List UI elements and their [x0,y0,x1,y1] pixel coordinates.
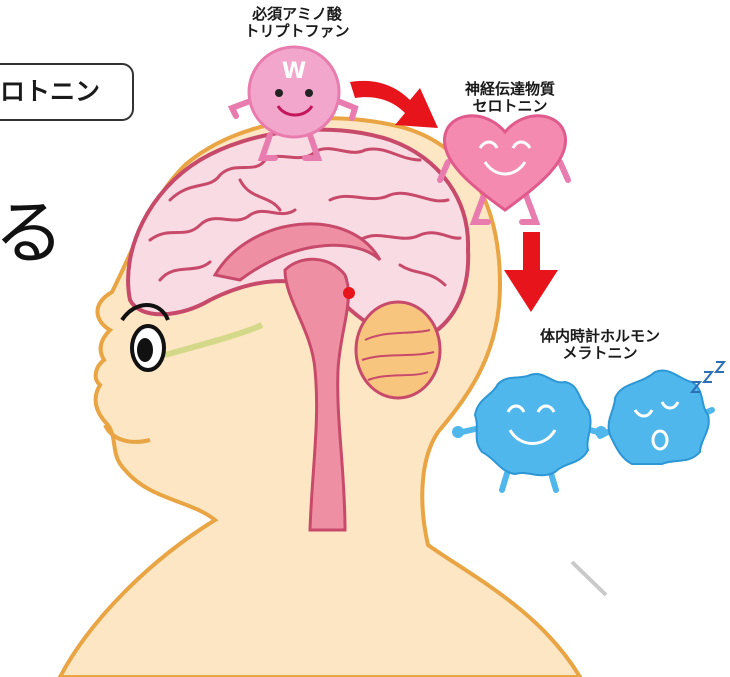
arrow-to-melatonin [504,232,558,312]
serotonin-label-line2: セロトニン [445,98,575,115]
tryptophan-badge: W [282,59,306,84]
pupil [137,338,153,362]
pineal-gland [343,287,355,299]
tryptophan-label-line1: 必須アミノ酸 [232,6,362,23]
sleep-z-icon [692,362,724,392]
heading-fragment: る [0,198,64,268]
cerebellum [356,302,440,398]
tag-label: ロトニン [0,72,100,108]
serotonin-label: 神経伝達物質 セロトニン [445,81,575,116]
serotonin-label-line1: 神経伝達物質 [445,81,575,98]
tryptophan-label: 必須アミノ酸 トリプトファン [232,6,362,41]
melatonin-label: 体内時計ホルモン メラトニン [525,328,675,363]
melatonin-sleepy-character [600,362,724,464]
melatonin-awake-character [452,374,607,490]
decorative-line [572,562,606,595]
tryptophan-label-line2: トリプトファン [232,23,362,40]
melatonin-label-line1: 体内時計ホルモン [525,328,675,345]
melatonin-label-line2: メラトニン [525,345,675,362]
